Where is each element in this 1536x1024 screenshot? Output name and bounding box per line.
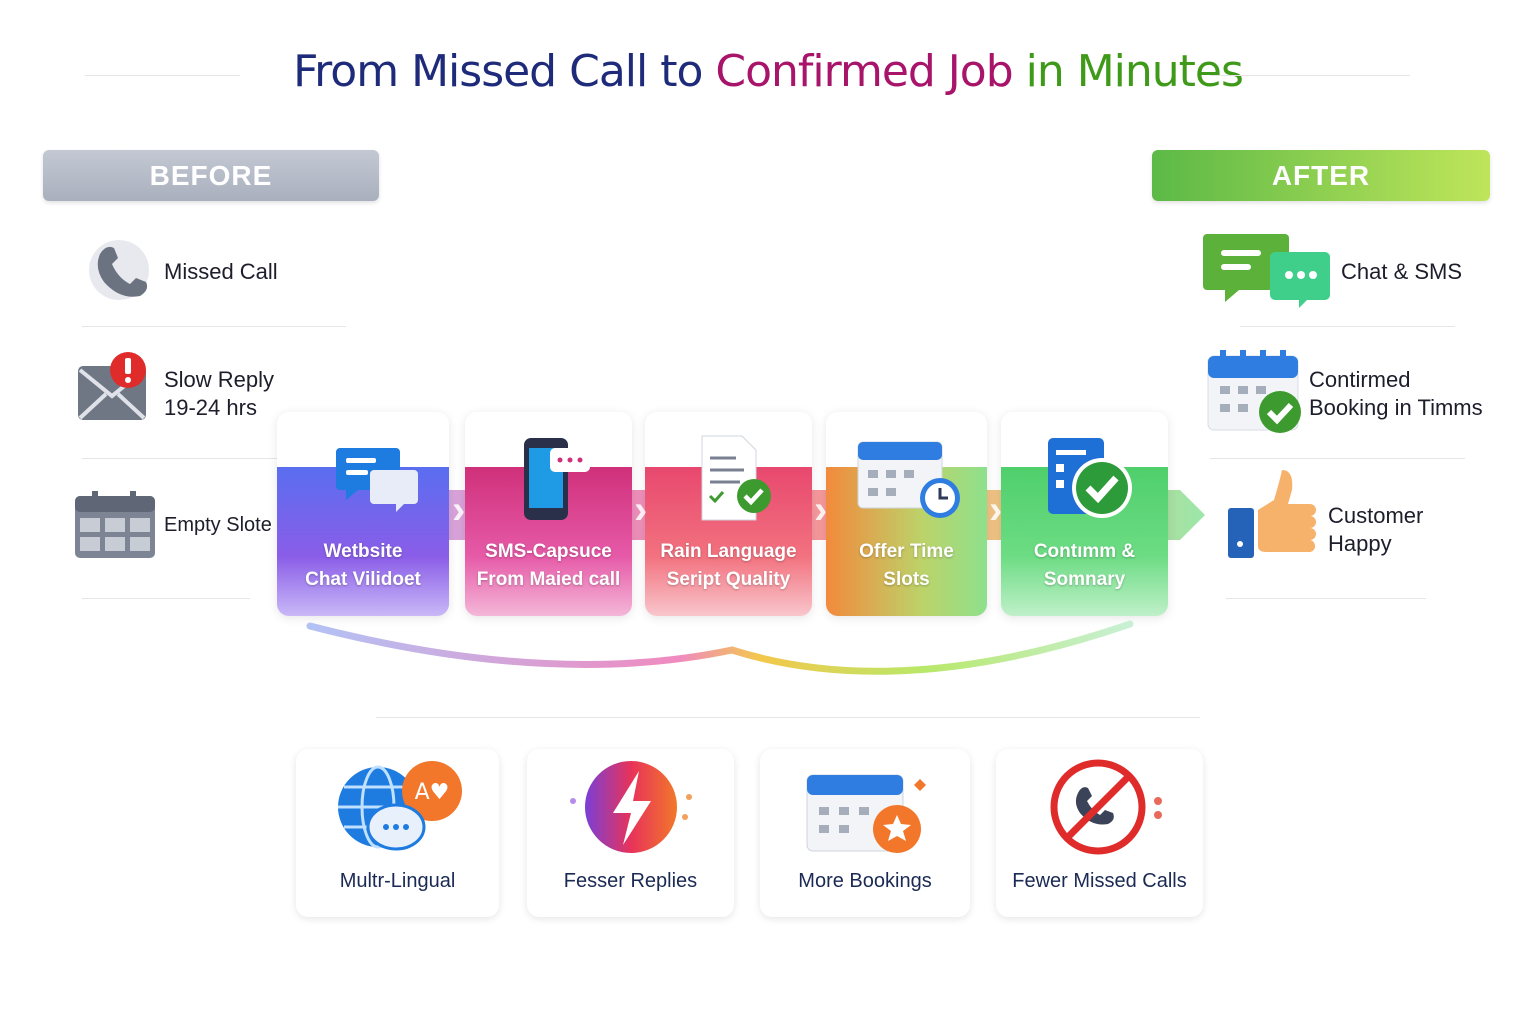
- chevron-right-icon: ›: [634, 488, 648, 532]
- before-missed-call: Missed Call: [164, 259, 278, 284]
- mail-alert-icon: [78, 352, 146, 420]
- calendar-star-icon: [806, 774, 926, 853]
- calendar-check-icon: [1207, 350, 1301, 433]
- divider: [376, 717, 1200, 718]
- chevron-right-icon: ›: [814, 488, 828, 532]
- calendar-icon: [75, 491, 155, 558]
- chat-bubbles-icon: [336, 448, 418, 512]
- divider: [82, 598, 250, 599]
- divider: [1226, 598, 1426, 599]
- before-empty-slot: Empty Slote: [164, 514, 272, 536]
- svg-text:A♥: A♥: [414, 780, 449, 805]
- benefit-more-bookings: More Bookings: [760, 749, 970, 917]
- title-rule-right: [1210, 75, 1410, 76]
- document-check-icon: [701, 435, 771, 521]
- benefit-fewer-missed-calls: Fewer Missed Calls: [996, 749, 1203, 917]
- chevron-right-icon: ›: [452, 488, 466, 532]
- benefit-faster-replies: Fesser Replies: [527, 749, 734, 917]
- globe-chat-icon: A♥: [337, 761, 462, 851]
- divider: [82, 326, 346, 327]
- page-title: From Missed Call to Confirmed Job in Min…: [293, 46, 1244, 97]
- thumbs-up-icon: [1228, 470, 1316, 558]
- document-confirm-icon: [1047, 438, 1132, 518]
- divider: [1210, 458, 1465, 459]
- benefit-multilingual: A♥ Multr-Lingual: [296, 749, 499, 917]
- chevron-right-icon: ›: [989, 488, 1003, 532]
- smartphone-sms-icon: [523, 438, 590, 520]
- loop-arrow: [306, 620, 1134, 675]
- step-card-confirm-summary: Contımm &Somnary: [1001, 412, 1168, 616]
- lightning-icon: [569, 761, 692, 853]
- title-rule-left: [85, 75, 240, 76]
- no-phone-icon: [1050, 759, 1162, 855]
- after-chat-sms: Chat & SMS: [1341, 259, 1463, 284]
- before-badge: BEFORE: [43, 150, 379, 201]
- calendar-clock-icon: [857, 441, 960, 518]
- divider: [82, 458, 346, 459]
- after-badge: AFTER: [1152, 150, 1490, 201]
- phone-icon: [89, 240, 149, 300]
- divider: [1240, 326, 1455, 327]
- chat-icon: [1203, 234, 1330, 308]
